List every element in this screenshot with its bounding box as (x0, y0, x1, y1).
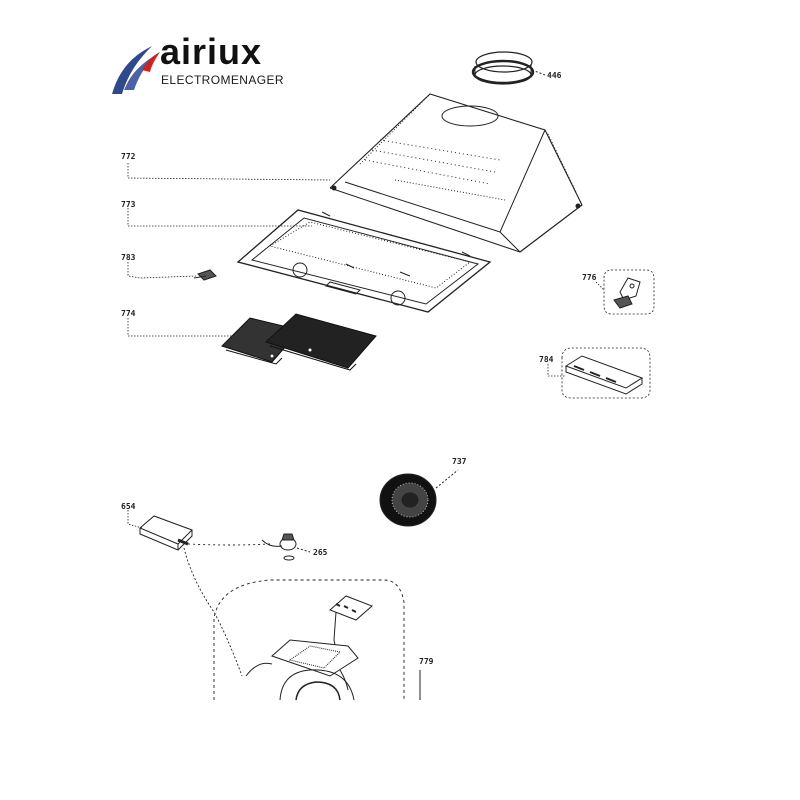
part-ref-784: 784 (539, 355, 554, 364)
leader-line-773 (127, 208, 312, 227)
wire-to-lamp (187, 543, 271, 546)
part-ref-737: 737 (452, 457, 467, 466)
connector-box-drawing (139, 515, 271, 551)
hood-body-drawing (329, 93, 583, 253)
leader-line-776 (595, 281, 605, 291)
logo-swoosh-red (142, 52, 160, 72)
reference-leader-lines (127, 163, 605, 529)
brand-logo-mark (108, 44, 164, 96)
cable-to-connector (183, 547, 243, 677)
part-ref-774: 774 (121, 309, 136, 318)
leader-line-772 (127, 163, 331, 181)
part-ref-446: 446 (547, 71, 562, 80)
part-ref-779: 779 (419, 657, 434, 666)
clip-drawing (193, 269, 217, 281)
grease-filters-drawing (221, 313, 377, 371)
bracket-drawing (603, 269, 655, 315)
logo-swoosh-blue (112, 46, 152, 94)
lamp-holder-drawing (261, 533, 311, 561)
part-ref-773: 773 (121, 200, 136, 209)
outlet-collar-drawing (471, 51, 546, 85)
leader-line-784 (547, 364, 566, 377)
switch-panel-drawing (561, 347, 651, 399)
leader-line-774 (127, 318, 232, 337)
part-ref-265: 265 (313, 548, 328, 557)
part-ref-776: 776 (582, 273, 597, 282)
leader-line-654 (127, 510, 143, 529)
leader-line-265 (296, 547, 311, 553)
motor-assembly-drawing (183, 547, 421, 701)
brand-name: airiux (160, 31, 263, 72)
part-ref-654: 654 (121, 502, 136, 511)
hood-bottom-frame-drawing (236, 209, 492, 313)
leader-line-783 (127, 262, 197, 279)
leader-line-737 (435, 469, 459, 489)
part-ref-772: 772 (121, 152, 136, 161)
part-ref-783: 783 (121, 253, 136, 262)
brand-subtitle: ELECTROMENAGER (161, 73, 284, 87)
carbon-filter-drawing (379, 469, 459, 527)
